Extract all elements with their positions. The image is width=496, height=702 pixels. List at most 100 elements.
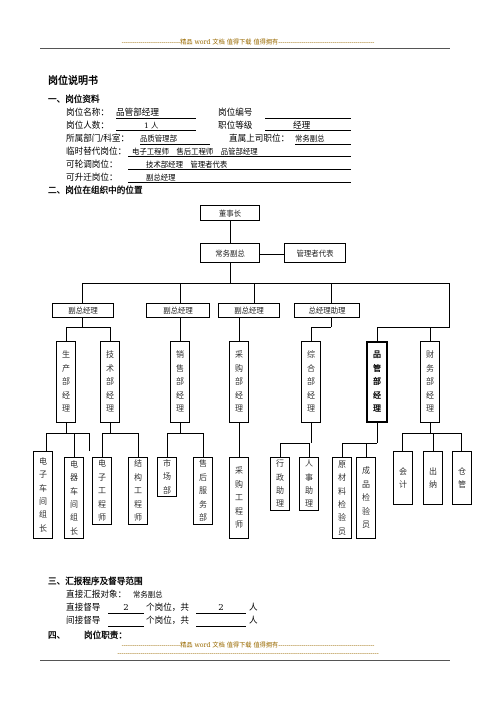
vertical-char: 部	[163, 485, 171, 495]
vertical-char: 子	[39, 470, 47, 480]
vertical-char: 经	[426, 390, 434, 400]
promotion-label: 可升迁岗位：	[66, 173, 118, 183]
section4-heading-number: 四、	[48, 631, 66, 641]
footer-banner: ----------------------------精品 word 文档 值…	[121, 642, 375, 649]
vertical-char: 程	[235, 506, 243, 516]
org-staff-admin-assistant: 行政助理	[270, 457, 290, 511]
vertical-char: 品	[362, 479, 370, 489]
org-gm-assistant: 总经理助理	[294, 303, 360, 318]
vertical-char: 部	[62, 377, 70, 387]
vertical-char: 电	[39, 456, 47, 466]
vertical-char: 经	[307, 390, 315, 400]
vertical-char: 管	[373, 362, 381, 373]
vertical-char: 理	[62, 404, 70, 414]
org-dept-finance: 财务部经理	[420, 341, 440, 423]
vertical-char: 经	[373, 389, 381, 400]
vertical-char: 行	[276, 459, 284, 469]
indirect-supervise-count	[108, 616, 144, 627]
vertical-char: 出	[429, 466, 437, 476]
vertical-char: 市	[163, 458, 171, 468]
vertical-char: 技	[106, 350, 114, 360]
promotion-value: 副总经理	[128, 173, 351, 183]
vertical-char: 部	[235, 377, 243, 387]
org-staff-cashier: 出纳	[423, 451, 443, 505]
job-level-label: 职位等级	[218, 121, 253, 131]
org-staff-accountant: 会计	[393, 451, 413, 505]
vertical-char: 验	[338, 513, 346, 523]
vertical-char: 师	[134, 513, 142, 523]
vertical-char: 间	[39, 497, 47, 506]
org-staff-material-inspector: 原材料检验员	[332, 457, 352, 539]
vertical-char: 纳	[429, 480, 437, 489]
vertical-char: 成	[362, 466, 370, 476]
section1-heading: 一、岗位资料	[48, 95, 100, 105]
direct-unit-text: 个岗位，共	[146, 603, 189, 613]
vertical-char: 会	[399, 466, 407, 476]
vertical-char: 合	[307, 363, 315, 373]
substitute-value: 电子工程师 售后工程师 品管部经理	[128, 147, 351, 157]
org-dept-purchasing: 采购部经理	[229, 341, 249, 423]
org-dept-technical: 技术部经理	[100, 341, 120, 423]
vertical-char: 部	[307, 377, 315, 387]
vertical-char: 经	[235, 390, 243, 400]
vertical-char: 品	[373, 349, 381, 360]
department-value: 品质管理部	[140, 134, 210, 145]
vertical-char: 助	[276, 486, 284, 495]
post-code-label: 岗位编号	[218, 108, 253, 118]
section3-heading: 三、汇报程序及督导范围	[48, 577, 143, 587]
vertical-char: 理	[106, 404, 114, 414]
vertical-char: 政	[276, 472, 284, 482]
vertical-char: 管	[458, 480, 466, 489]
vertical-char: 理	[426, 404, 434, 414]
vertical-char: 理	[176, 404, 184, 414]
vertical-char: 验	[362, 506, 370, 516]
job-level-value: 经理	[265, 121, 351, 131]
vertical-char: 员	[338, 526, 346, 536]
indirect-supervise-label: 间接督导	[66, 616, 101, 626]
vertical-char: 理	[276, 499, 284, 509]
vertical-char: 结	[134, 459, 142, 469]
vertical-char: 理	[307, 404, 315, 414]
indirect-unit-text: 个岗位，共	[146, 616, 189, 626]
vertical-char: 子	[98, 472, 106, 482]
vertical-char: 部	[176, 377, 184, 387]
vertical-char: 间	[70, 500, 78, 509]
org-dept-general: 综合部经理	[301, 341, 321, 423]
vertical-char: 人	[305, 459, 313, 469]
org-staff-electronics-lead: 电子车间组长	[33, 451, 53, 539]
org-dept-production: 生产部经理	[56, 341, 76, 423]
vertical-char: 长	[70, 526, 78, 536]
footer-rule	[40, 660, 450, 661]
vertical-char: 务	[426, 363, 434, 373]
vertical-char: 部	[373, 376, 381, 387]
vertical-char: 检	[338, 500, 346, 509]
vertical-char: 术	[106, 363, 114, 373]
vertical-char: 器	[70, 473, 78, 483]
vertical-char: 部	[426, 377, 434, 387]
vertical-char: 长	[39, 523, 47, 533]
vertical-char: 售	[176, 363, 184, 373]
org-dept-quality: 品管部经理	[366, 341, 388, 423]
vertical-char: 理	[373, 403, 381, 414]
org-staff-purchasing-engineer: 采购工程师	[229, 457, 249, 539]
vertical-char: 检	[362, 493, 370, 503]
direct-supervise-count: 2	[108, 603, 144, 614]
header-rule	[40, 48, 450, 49]
vertical-char: 计	[399, 480, 407, 489]
vertical-char: 助	[305, 486, 313, 495]
vertical-char: 场	[163, 472, 171, 482]
header-banner: ----------------------------精品 word 文档 值…	[121, 39, 375, 46]
vertical-char: 原	[338, 459, 346, 469]
vertical-char: 经	[176, 390, 184, 400]
direct-supervise-label: 直接督导	[66, 603, 101, 613]
org-mgmt-rep: 管理者代表	[284, 243, 346, 263]
post-code-value	[265, 108, 351, 119]
vertical-char: 综	[307, 350, 315, 360]
vertical-char: 料	[338, 486, 346, 496]
vertical-char: 仓	[458, 466, 466, 476]
vertical-char: 产	[62, 363, 70, 373]
report-to-value: 常务副总	[133, 590, 163, 599]
org-staff-aftersales: 售后服务部	[193, 457, 213, 525]
vertical-char: 师	[98, 513, 106, 523]
post-name-value: 品管部经理	[116, 108, 196, 119]
